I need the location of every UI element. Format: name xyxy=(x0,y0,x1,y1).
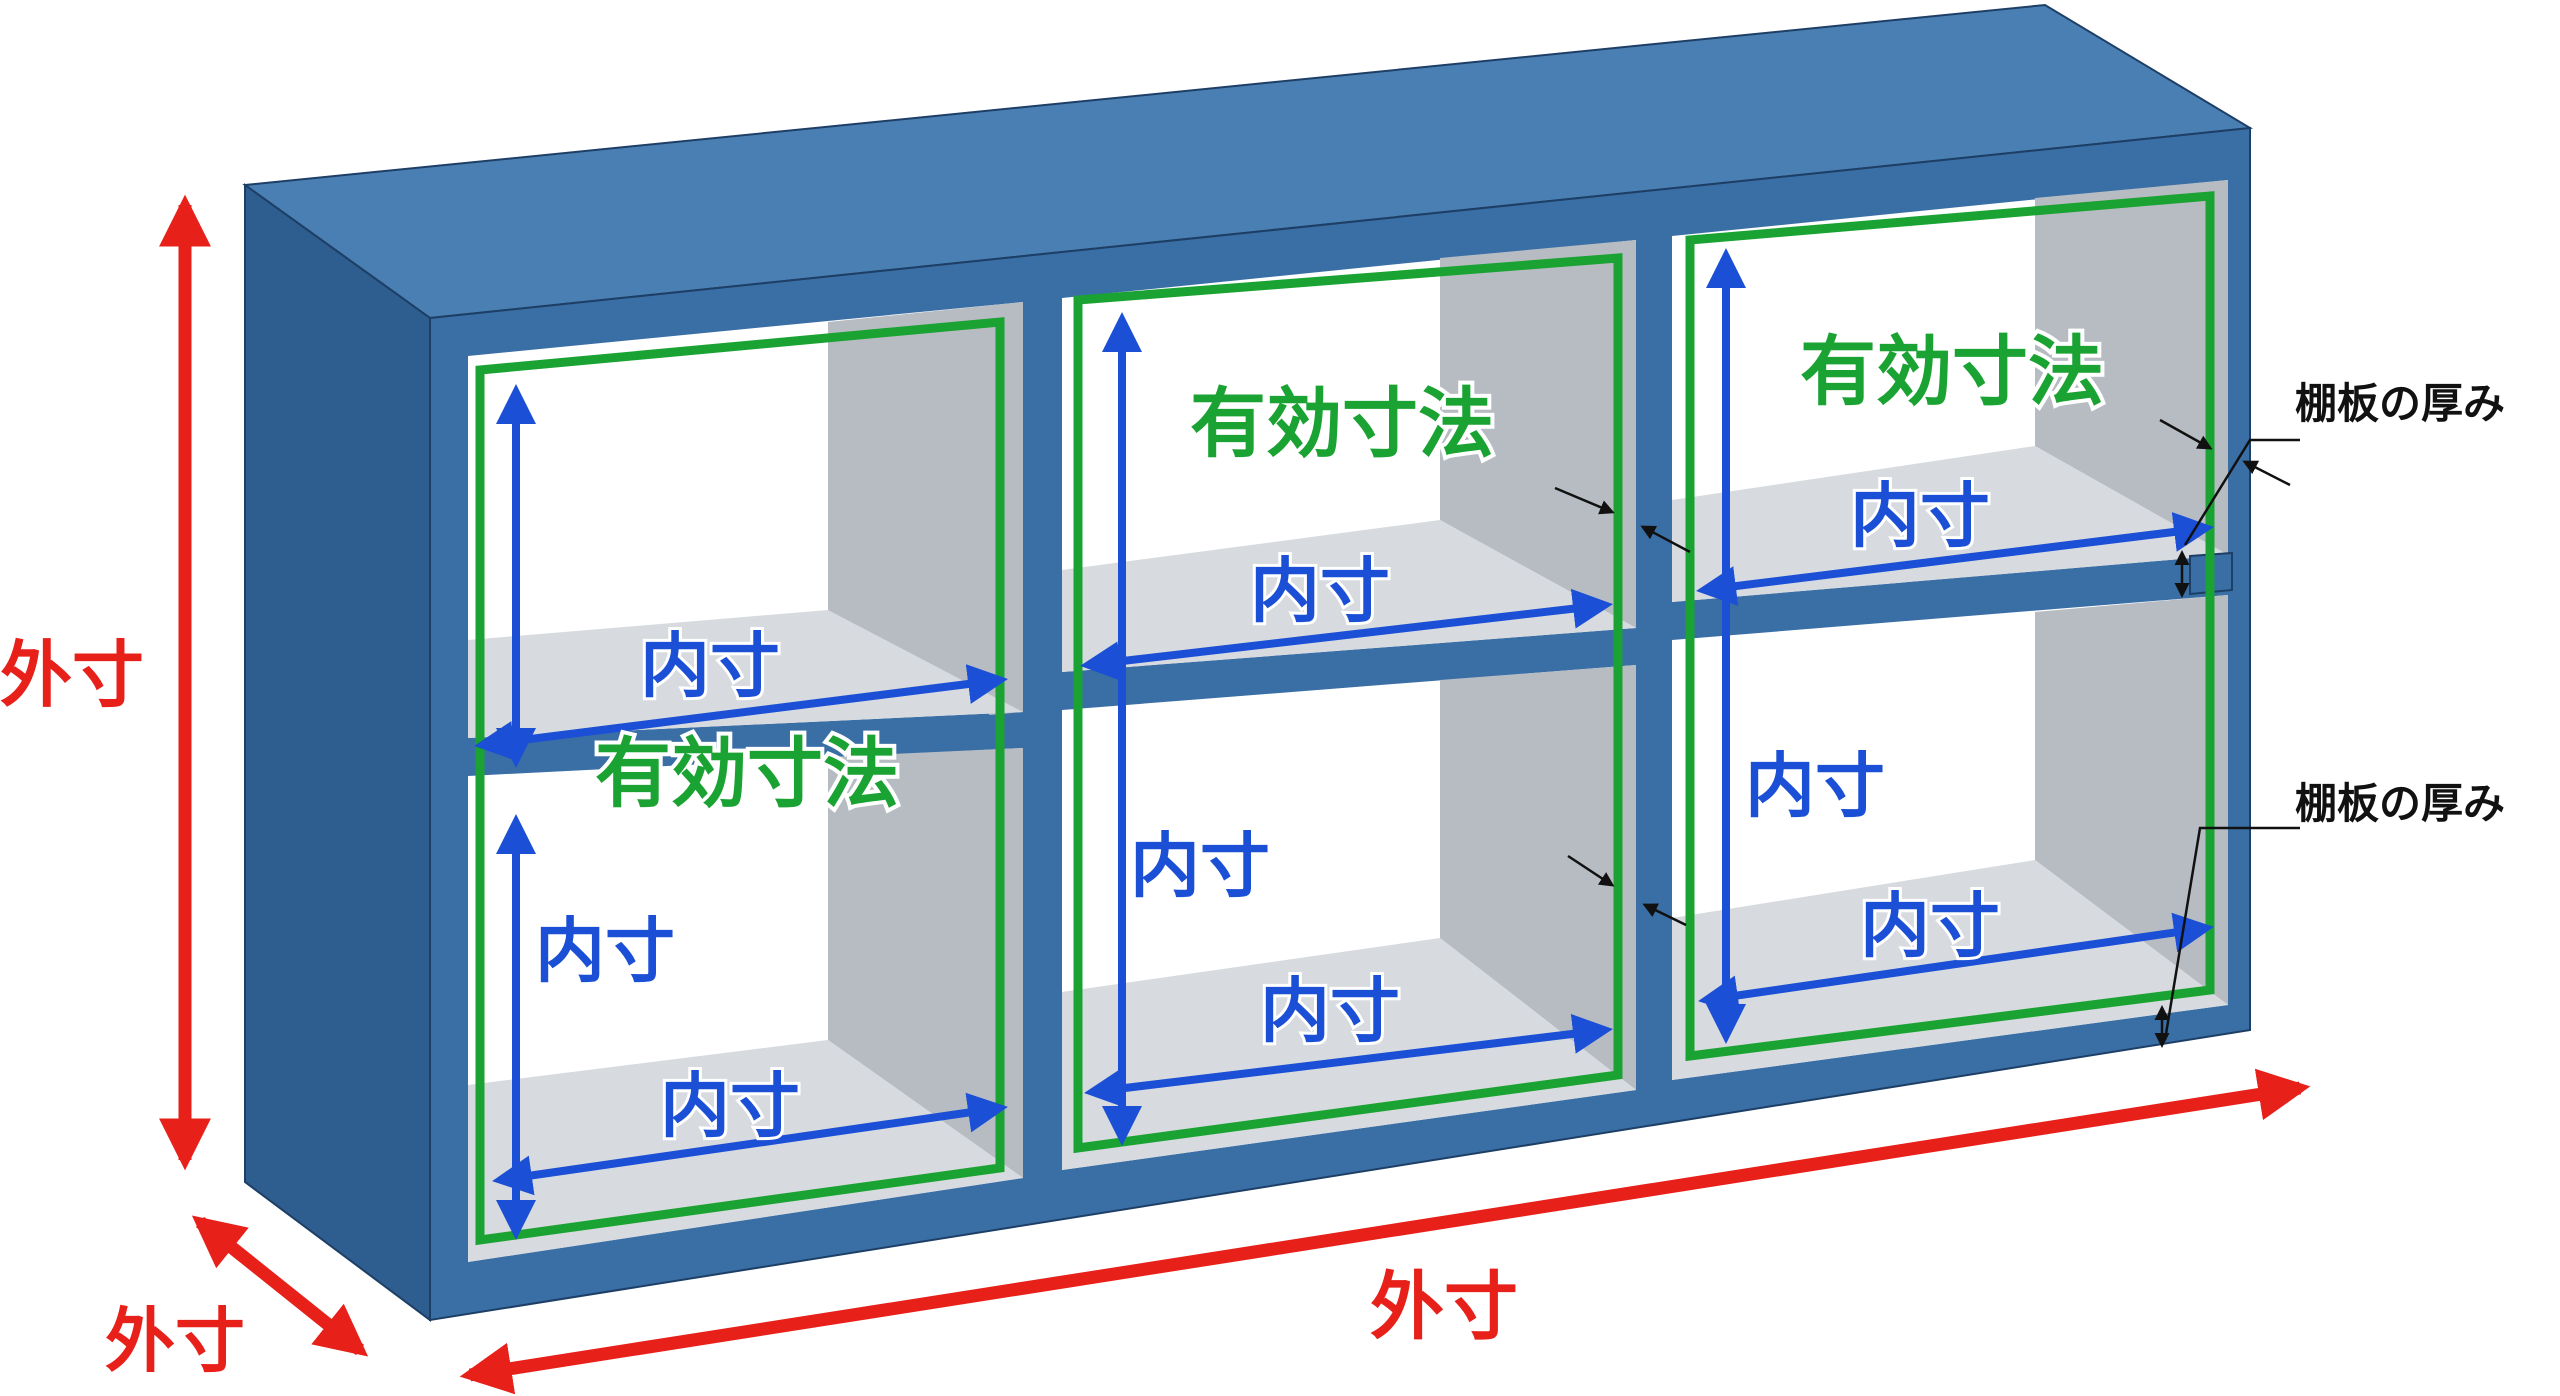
outer-arrows xyxy=(159,194,2311,1395)
shelf-thickness-label-bottom: 棚板の厚み xyxy=(2295,779,2505,828)
inner-label: 内寸 xyxy=(535,910,675,992)
inner-label: 内寸 xyxy=(1860,885,2000,967)
pointer-arrow xyxy=(2242,460,2291,487)
labels: 外寸 外寸 外寸 有効寸法 有効寸法 有効寸法 内寸 内寸 内寸 内寸 内寸 内… xyxy=(0,323,2505,1385)
pointer-arrow xyxy=(1554,486,1615,515)
outer-depth-label: 外寸 xyxy=(105,1300,245,1382)
effective-label-col2: 有効寸法 xyxy=(1190,379,1494,468)
outer-height-label: 外寸 xyxy=(0,633,144,717)
shelf-thickness-leader xyxy=(2163,826,2300,1041)
compartment-2-bottom xyxy=(1062,665,1636,1170)
inner-arrow xyxy=(1080,588,1613,682)
inner-label: 内寸 xyxy=(1745,745,1885,827)
inner-label: 内寸 xyxy=(640,625,780,707)
compartment-3-top xyxy=(1672,180,2228,602)
compartment-1-bottom xyxy=(468,748,1023,1262)
shelf-thickness-label-top: 棚板の厚み xyxy=(2295,379,2505,428)
inner-label: 内寸 xyxy=(1850,475,1990,557)
outer-width-label: 外寸 xyxy=(1370,1264,1518,1350)
inner-arrow xyxy=(1698,912,2214,1016)
pointer-arrow xyxy=(2159,418,2213,450)
inner-arrow xyxy=(1696,512,2214,606)
compartment-3-bottom xyxy=(1672,595,2228,1080)
inner-label: 内寸 xyxy=(1260,970,1400,1052)
effective-label-col3: 有効寸法 xyxy=(1800,327,2104,416)
pointer-arrow xyxy=(1642,903,1687,927)
pointer-arrow xyxy=(1567,854,1615,887)
pointer-arrow xyxy=(1640,525,1691,554)
inner-label: 内寸 xyxy=(1250,550,1390,632)
cabinet-left-side xyxy=(244,183,431,1322)
pointer-arrows xyxy=(1554,418,2300,1048)
outer-width-arrow xyxy=(459,1068,2311,1395)
inner-arrow xyxy=(474,664,1008,761)
inner-label: 内寸 xyxy=(1130,825,1270,907)
effective-label-col1: 有効寸法 xyxy=(595,729,899,818)
inner-label: 内寸 xyxy=(660,1065,800,1147)
outer-depth-arrow xyxy=(191,1215,369,1357)
shelf-thickness-leader xyxy=(2183,438,2300,546)
